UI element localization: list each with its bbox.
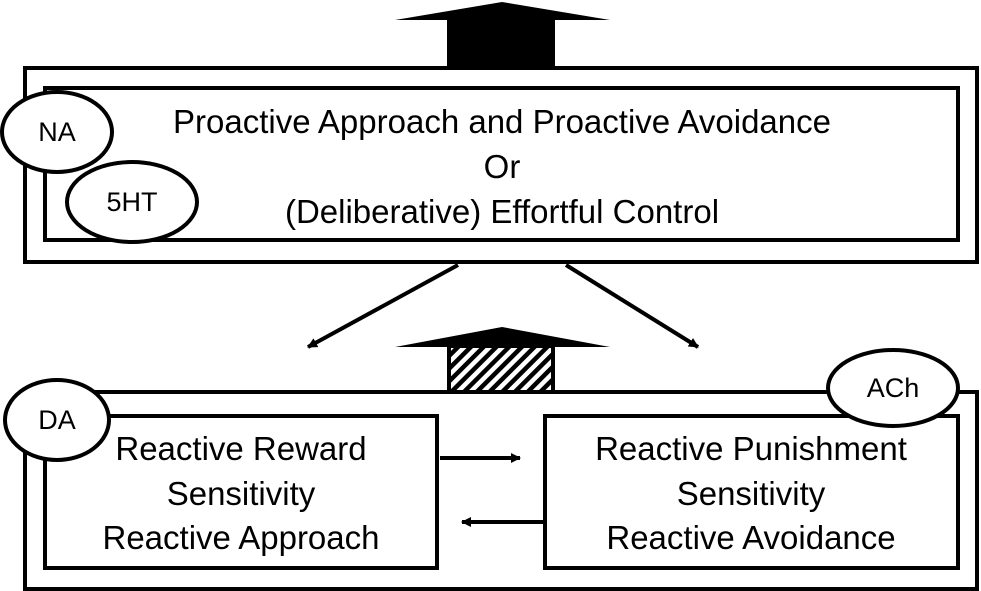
- top-box-outer-border: [23, 66, 979, 264]
- 5ht-ellipse: [65, 160, 199, 244]
- arrow-to-left-box: [307, 263, 459, 349]
- top-output-arrow: [395, 2, 610, 69]
- ach-ellipse: [826, 348, 960, 428]
- 5ht-badge: 5HT: [65, 160, 199, 244]
- reactive-reward-line-1: Reactive Reward: [115, 430, 366, 467]
- da-ellipse: [3, 378, 111, 462]
- na-label: NA: [38, 117, 76, 147]
- 5ht-label: 5HT: [106, 187, 157, 217]
- reactive-punishment-line-2: Sensitivity: [677, 475, 826, 512]
- hatched-up-arrow: [395, 327, 610, 394]
- top-box-line-1: Proactive Approach and Proactive Avoidan…: [173, 103, 831, 140]
- top-box: Proactive Approach and Proactive Avoidan…: [23, 66, 979, 264]
- na-badge: NA: [0, 90, 114, 174]
- reactive-reward-line-2: Sensitivity: [167, 475, 316, 512]
- na-ellipse: [0, 90, 114, 174]
- reactive-reward-box: Reactive Reward Sensitivity Reactive App…: [43, 414, 439, 570]
- top-box-line-3: (Deliberative) Effortful Control: [285, 193, 719, 230]
- reactive-punishment-line-1: Reactive Punishment: [595, 430, 907, 467]
- reactive-reward-line-3: Reactive Approach: [102, 519, 379, 556]
- da-label: DA: [38, 405, 76, 435]
- ach-badge: ACh: [826, 348, 960, 428]
- reactive-punishment-border: [543, 414, 960, 570]
- arrow-to-right-box: [564, 263, 700, 349]
- reactive-punishment-box: Reactive Punishment Sensitivity Reactive…: [543, 414, 960, 570]
- da-badge: DA: [3, 378, 111, 462]
- top-box-line-2: Or: [484, 148, 521, 185]
- reactive-punishment-line-3: Reactive Avoidance: [606, 519, 895, 556]
- reactive-reward-border: [43, 414, 439, 570]
- ach-label: ACh: [867, 373, 920, 403]
